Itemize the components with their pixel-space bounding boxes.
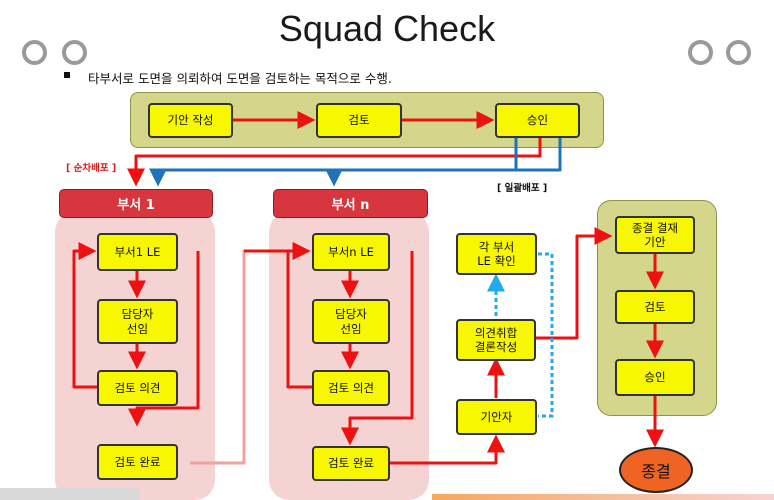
- dept1-le-box: 부서1 LE: [97, 233, 178, 271]
- dept1-done-box: 검토 완료: [97, 444, 178, 480]
- final-approve-box: 승인: [615, 359, 695, 396]
- batch-note: [ 일괄배포 ]: [497, 183, 548, 194]
- deptn-done-box: 검토 완료: [312, 446, 390, 481]
- arrow-le-done-1: [128, 251, 200, 427]
- dept1-opinion-box: 검토 의견: [97, 370, 178, 406]
- le-check-box: 각 부서 LE 확인: [456, 233, 537, 275]
- arrow-batch-dept1: [149, 138, 518, 187]
- final-review-box: 검토: [615, 290, 695, 324]
- arrow-sequential: [127, 138, 542, 187]
- draft-box: 기안 작성: [148, 103, 233, 138]
- ring-decoration-icon: [688, 40, 713, 65]
- bullet-text: 타부서로 도면을 의뢰하여 도면을 검토하는 목적으로 수행.: [88, 71, 392, 86]
- final-draft-box: 종결 결재 기안: [615, 216, 695, 254]
- review-box: 검토: [316, 103, 402, 138]
- bullet-icon: [64, 72, 70, 78]
- end-node: 종결: [619, 447, 693, 493]
- arrow-check-drafter-dotted: [538, 252, 554, 418]
- arrow-opinion-le-1: [72, 242, 97, 389]
- sequential-note: [ 순차배포 ]: [66, 163, 117, 174]
- dept1-header: 부서 1: [59, 189, 213, 218]
- deptn-opinion-box: 검토 의견: [312, 370, 390, 406]
- footer-strip: [432, 494, 774, 500]
- ring-decoration-icon: [726, 40, 751, 65]
- drafter-box: 기안자: [456, 399, 537, 435]
- ring-decoration-icon: [62, 40, 87, 65]
- page-title: Squad Check: [278, 8, 496, 49]
- arrow-opinion-le-n: [286, 242, 312, 389]
- deptn-assign-box: 담당자 선임: [312, 299, 390, 344]
- arrow-le-done-n: [341, 251, 414, 446]
- arrow-done-drafter: [390, 434, 505, 465]
- collect-box: 의견취합 결론작성: [456, 319, 536, 361]
- deptn-header: 부서 n: [273, 189, 428, 218]
- approve-box: 승인: [495, 103, 580, 138]
- ring-decoration-icon: [22, 40, 47, 65]
- footer-strip: [0, 488, 140, 500]
- deptn-le-box: 부서n LE: [312, 233, 390, 271]
- arrow-batch-deptn: [325, 138, 562, 187]
- arrow-collect-final: [536, 227, 613, 340]
- dept1-assign-box: 담당자 선임: [97, 299, 178, 344]
